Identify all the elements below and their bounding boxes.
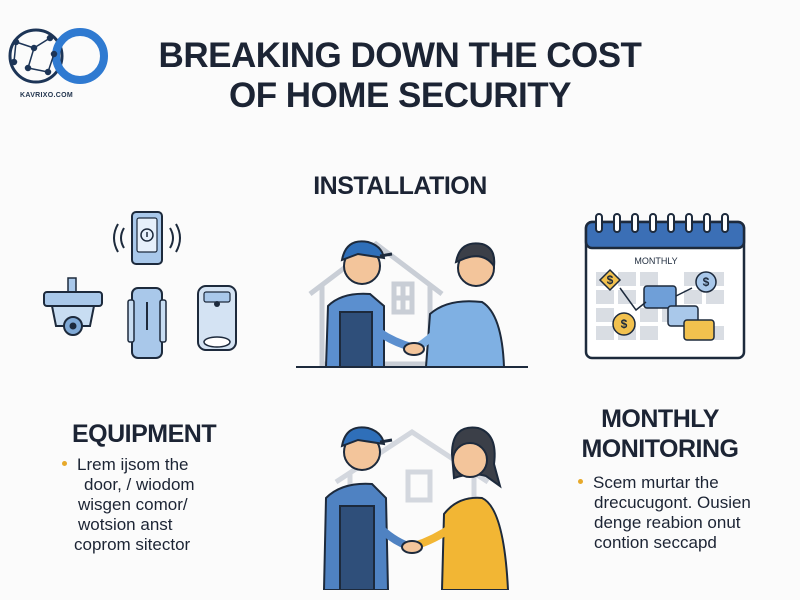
title-line-2: OF HOME SECURITY — [228, 76, 572, 115]
customer-woman-figure — [412, 426, 510, 590]
title-line-1: BREAKING DOWN THE COST — [158, 36, 642, 75]
monthly-line-1: Scem murtar the — [578, 473, 788, 493]
equipment-description: Lrem ijsom the door, / wiodom wisgen com… — [62, 455, 262, 555]
page-title: BREAKING DOWN THE COST OF HOME SECURITY — [100, 36, 700, 116]
monthly-line-2: drecucugont. Ousien — [594, 493, 751, 512]
handshake-icon — [403, 342, 425, 356]
service-illustration — [322, 418, 522, 590]
bullet-icon — [578, 479, 583, 485]
equipment-line-1: Lrem ijsom the — [62, 455, 262, 475]
installation-illustration — [296, 222, 528, 370]
monthly-title: MONTHLY MONITORING — [560, 404, 760, 464]
logo-text: KAVRIXO.COM — [20, 92, 73, 99]
monthly-line-3: denge reabion onut — [594, 513, 741, 532]
calendar-illustration: MONTHLY $ $ $ — [584, 212, 748, 362]
equipment-line-5: coprom sitector — [74, 535, 191, 554]
technician-figure — [322, 426, 410, 590]
motion-sensor-icon — [197, 285, 237, 351]
installation-title: INSTALLATION — [313, 172, 487, 200]
monthly-title-line-1: MONTHLY — [601, 405, 719, 433]
customer-figure — [413, 242, 506, 368]
security-camera-icon — [43, 277, 103, 336]
calendar-label: MONTHLY — [634, 256, 677, 266]
equipment-line-2: door, / wiodom — [84, 475, 195, 494]
credit-card-icon — [643, 285, 715, 341]
svg-text:$: $ — [607, 273, 614, 287]
equipment-line-3: wisgen comor/ — [78, 495, 188, 514]
bullet-icon — [62, 461, 67, 467]
equipment-title: EQUIPMENT — [72, 420, 217, 448]
equipment-line-4: wotsion anst — [78, 515, 173, 534]
technician-figure — [324, 240, 416, 368]
monthly-title-line-2: MONITORING — [581, 435, 739, 463]
door-sensor-icon — [127, 287, 167, 359]
logo-icon — [8, 28, 108, 84]
monthly-description: Scem murtar the drecucugont. Ousien deng… — [578, 473, 788, 553]
handshake-icon — [401, 540, 423, 554]
dollar-icon — [598, 268, 717, 336]
svg-text:$: $ — [621, 317, 628, 331]
svg-text:$: $ — [703, 275, 710, 289]
monthly-line-4: contion seccapd — [594, 533, 717, 552]
smartphone-icon — [113, 211, 181, 265]
equipment-illustration — [38, 206, 248, 366]
brand-logo — [4, 14, 114, 104]
